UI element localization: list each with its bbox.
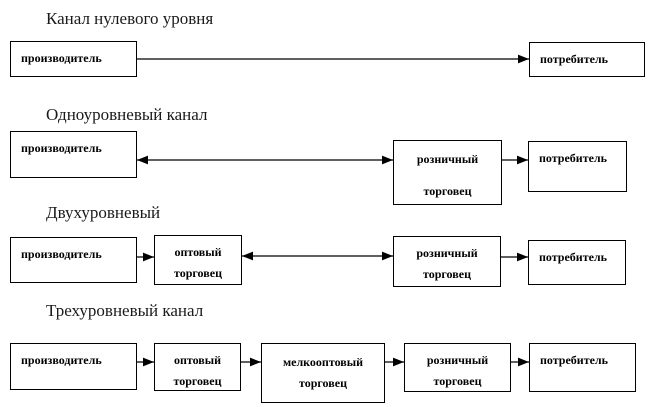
node-wholesaler-three-level: оптовый торговец: [154, 343, 241, 391]
node-consumer-two-level: потребитель: [528, 240, 626, 285]
node-consumer-one-level: потребитель: [528, 141, 627, 192]
title-zero-level-channel: Канал нулевого уровня: [46, 9, 214, 28]
node-producer-two-level: производитель: [10, 237, 137, 283]
node-producer-three-level: производитель: [10, 343, 137, 390]
node-retailer-two-level: розничный торговец: [393, 236, 501, 287]
node-producer-zero-level: производитель: [10, 41, 137, 77]
title-three-level-channel: Трехуровневый канал: [46, 301, 204, 320]
node-small-wholesaler-three-level: мелкооптовый торговец: [261, 343, 385, 403]
node-consumer-zero-level: потребитель: [529, 42, 645, 77]
title-one-level-channel: Одноуровневый канал: [46, 105, 208, 124]
title-two-level-channel: Двухуровневый: [46, 203, 161, 222]
node-consumer-three-level: потребитель: [529, 343, 636, 392]
node-retailer-three-level: розничный торговец: [404, 343, 511, 392]
node-retailer-one-level: розничный торговец: [393, 140, 502, 205]
node-producer-one-level: производитель: [10, 131, 137, 178]
node-wholesaler-two-level: оптовый торговец: [154, 235, 242, 285]
